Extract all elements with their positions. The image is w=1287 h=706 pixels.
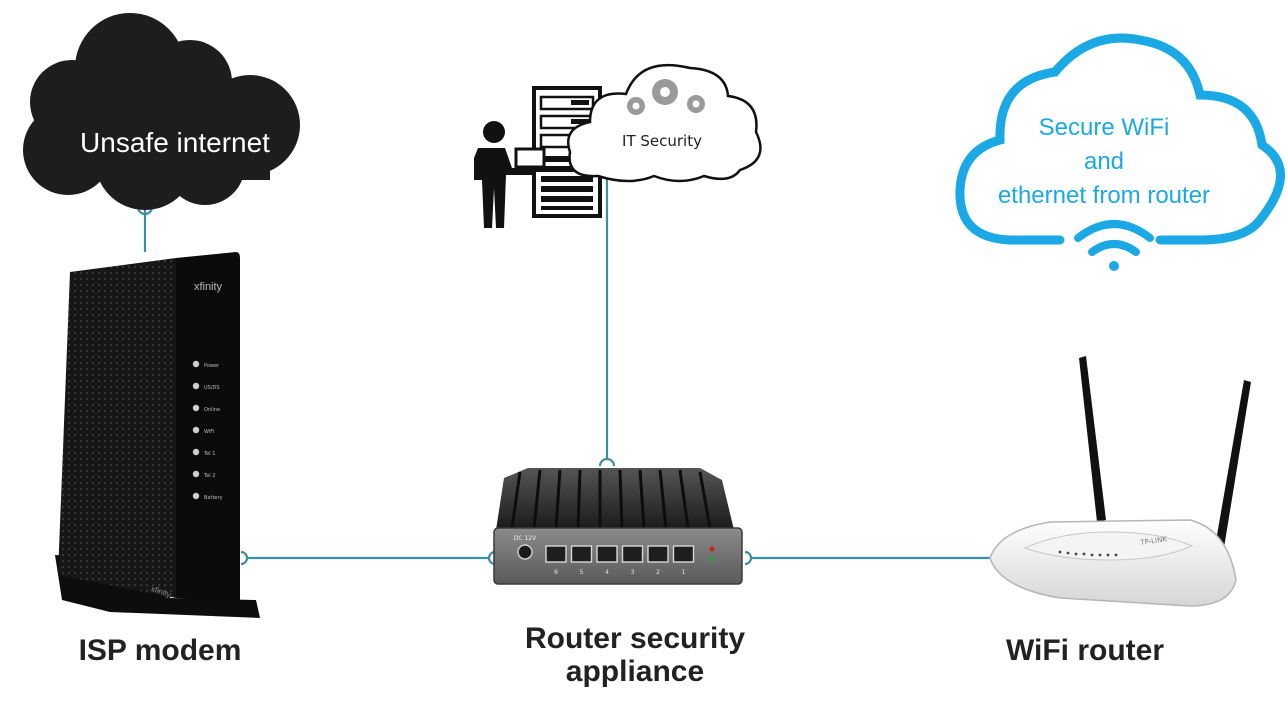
router-led-strip	[1058, 550, 1118, 557]
caption-appliance-line-1: Router security	[524, 622, 746, 655]
cloud-shape	[567, 63, 762, 183]
link-appliance-right-end	[744, 550, 753, 566]
power-label: DC 12V	[514, 535, 537, 542]
modem-indicator-label: Online	[204, 407, 220, 413]
link-appliance-top-end	[598, 457, 616, 467]
heatsink-fins	[496, 468, 734, 530]
cloud-outline	[955, 33, 1285, 245]
gears-icon	[627, 79, 705, 115]
ethernet-port	[570, 545, 593, 563]
modem-indicator-icon	[192, 426, 200, 434]
it-security-label: IT Security	[622, 132, 702, 150]
ethernet-port-number: 6	[554, 569, 558, 576]
ethernet-port-number: 1	[682, 569, 686, 576]
heatsink-fin-lines	[510, 469, 712, 529]
connector-lines	[136, 178, 1000, 566]
modem-indicator-icon	[192, 470, 200, 478]
status-led-red	[709, 546, 715, 552]
modem-indicator-label: Battery	[204, 495, 223, 501]
secure-wifi-line-2: and	[1084, 148, 1124, 175]
it-security-cloud: IT Security	[567, 63, 762, 183]
wifi-router-device: TP-LINK	[989, 356, 1251, 607]
link-appliance-left-end	[487, 550, 496, 566]
status-led-green	[709, 556, 715, 562]
ethernet-port	[596, 545, 618, 563]
left-antenna	[1079, 356, 1106, 522]
modem-indicator-label: Tel 2	[203, 473, 215, 479]
modem-indicator-label: Power	[204, 363, 220, 369]
secure-wifi-line-1: Secure WiFi	[1039, 114, 1170, 141]
ethernet-port	[621, 545, 644, 563]
modem-indicator-label: US/DS	[204, 385, 220, 391]
right-antenna	[1213, 380, 1251, 560]
modem-indicator-icon	[192, 404, 200, 412]
ethernet-port	[647, 545, 669, 563]
caption-isp-modem-text: ISP modem	[78, 634, 242, 667]
ethernet-port-list: 6 5 4 3 2 1	[545, 545, 695, 576]
unsafe-internet-label: Unsafe internet	[80, 127, 270, 158]
modem-indicator-label: WiFi	[204, 429, 214, 435]
modem-indicator-label: Tel 1	[203, 451, 215, 457]
caption-wifi-router-text: WiFi router	[1005, 634, 1165, 667]
modem-front-panel	[176, 252, 240, 602]
ethernet-port-number: 2	[656, 569, 660, 576]
modem-brand-logo: xfinity	[194, 281, 223, 293]
modem-body	[58, 258, 176, 598]
unsafe-internet-cloud: Unsafe internet	[23, 13, 300, 210]
power-jack	[517, 544, 533, 560]
modem-indicator-icon	[192, 448, 200, 456]
appliance-front-plate	[493, 527, 743, 585]
link-modem-end	[240, 550, 249, 566]
ethernet-port	[672, 545, 695, 563]
ethernet-port-number: 5	[580, 569, 584, 576]
caption-isp-modem: ISP modem	[40, 634, 280, 667]
router-brand-logo: TP-LINK	[1139, 535, 1168, 547]
wifi-icon	[1074, 220, 1154, 271]
ethernet-port-number: 4	[605, 569, 609, 576]
caption-appliance-line-2: appliance	[565, 655, 705, 688]
it-security-group: IT Security	[474, 63, 762, 228]
cloud-shape	[23, 13, 300, 210]
caption-router-security-appliance: Router security appliance	[480, 622, 790, 688]
modem-indicator-icon	[192, 360, 200, 368]
router-security-appliance-device: DC 12V 6 5 4 3 2 1	[493, 468, 743, 585]
ethernet-port-number: 3	[631, 569, 635, 576]
ethernet-port	[545, 545, 567, 563]
modem-indicator-icon	[192, 492, 200, 500]
technician-icon	[474, 121, 548, 228]
secure-wifi-line-3: ethernet from router	[998, 182, 1210, 209]
secure-wifi-cloud: Secure WiFi and ethernet from router	[955, 33, 1285, 271]
caption-wifi-router: WiFi router	[960, 634, 1210, 667]
modem-indicator-icon	[192, 382, 200, 390]
